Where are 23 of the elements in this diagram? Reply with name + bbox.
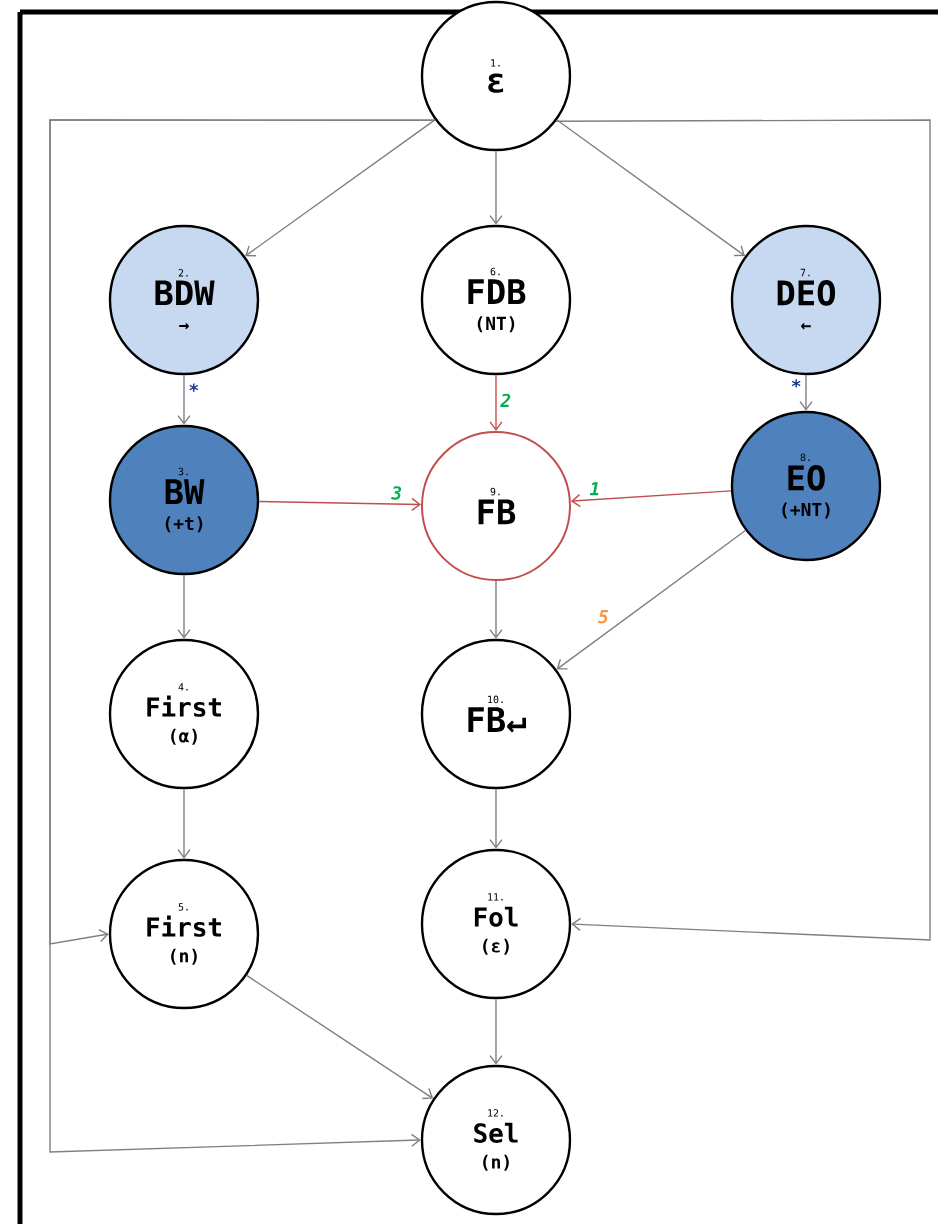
arrow [489, 374, 503, 431]
arrow [799, 374, 813, 411]
edge-label: 2 [500, 393, 511, 407]
arrow [489, 998, 503, 1065]
arrow [570, 490, 732, 508]
edge-label: * [791, 379, 801, 388]
edge-label: 3 [391, 486, 402, 500]
arrow [489, 150, 503, 225]
arrow [49, 119, 436, 1153]
arrow [555, 119, 931, 941]
arrow [556, 529, 747, 670]
edge-label: * [189, 383, 199, 392]
edge-label: 1 [589, 482, 599, 496]
arrow [177, 574, 191, 639]
arrow [177, 788, 191, 859]
arrow [489, 580, 503, 639]
arrow [245, 119, 436, 257]
arrow [246, 974, 434, 1100]
arrow [556, 119, 746, 257]
arrow [489, 788, 503, 849]
arrow [177, 374, 191, 425]
edge-label: 5 [598, 610, 609, 624]
arrow [258, 497, 421, 512]
